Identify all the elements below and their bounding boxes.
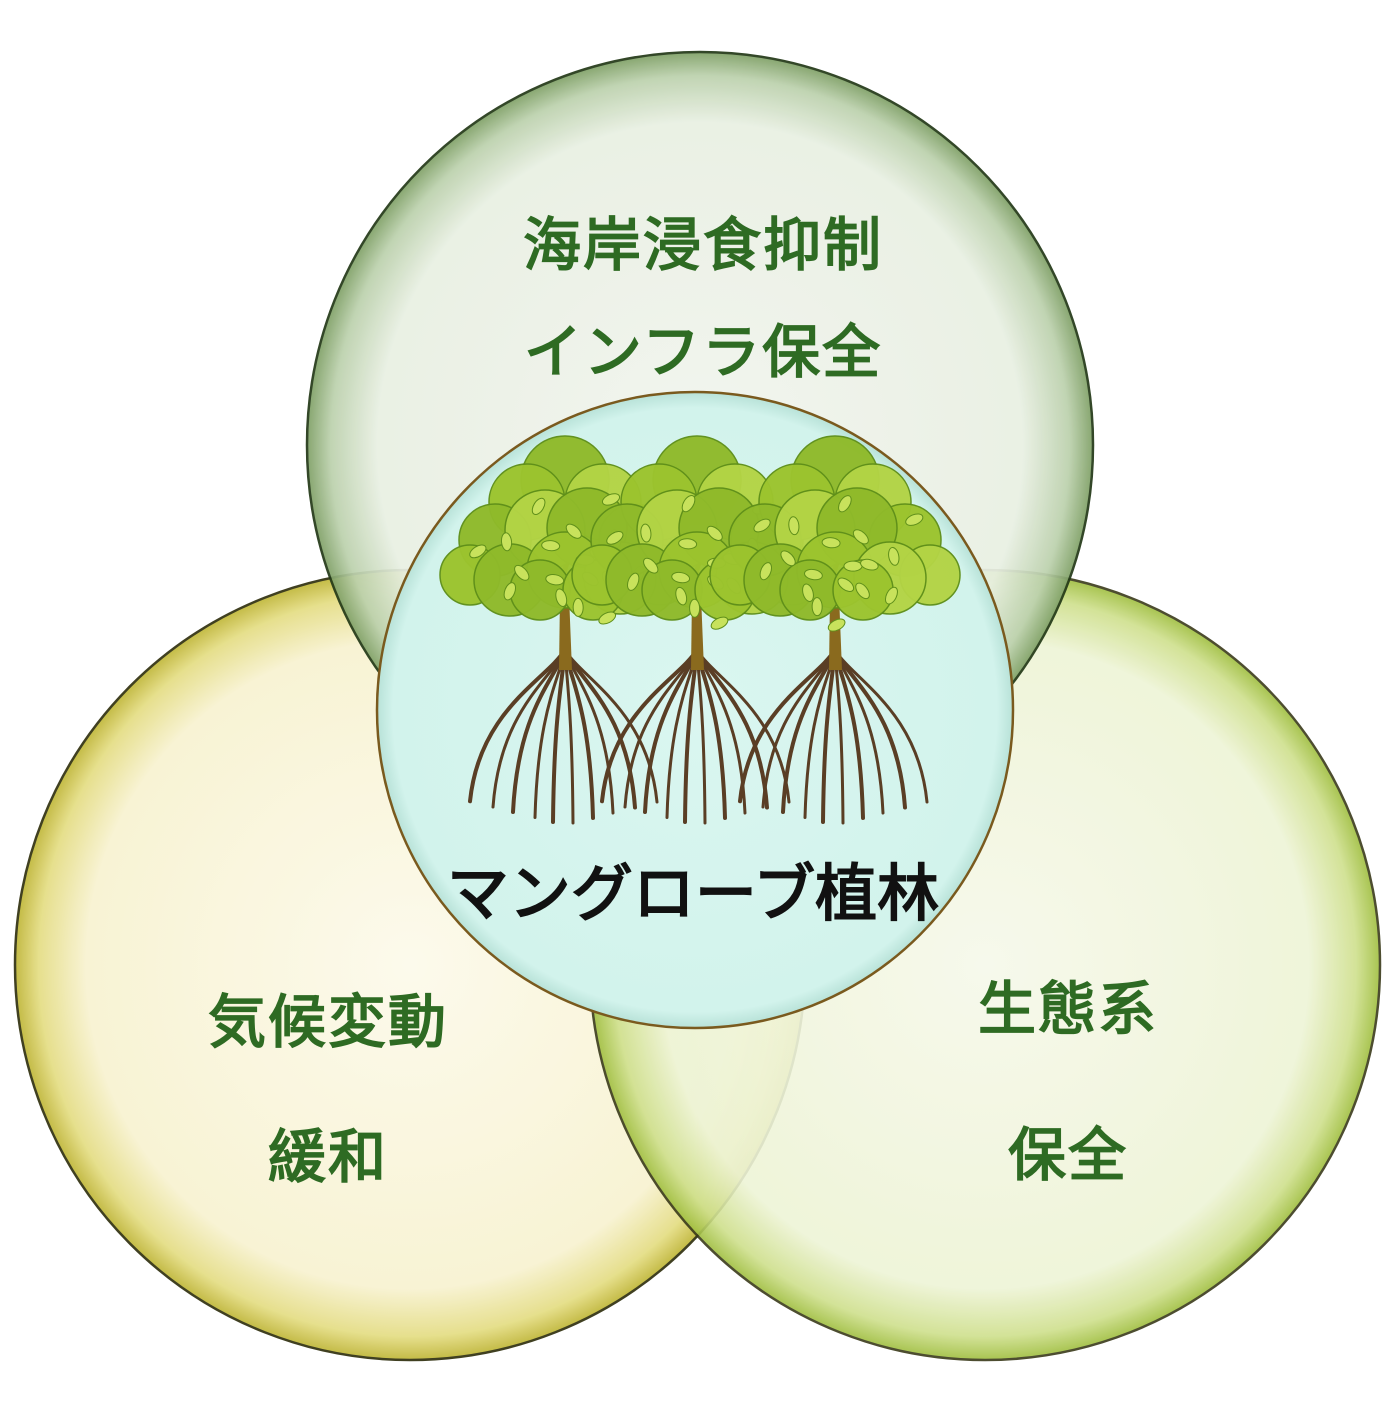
- mangrove-tree-icon: [709, 435, 961, 825]
- center-title: マングローブ植林: [446, 857, 940, 930]
- top-label-line-2: インフラ保全: [523, 318, 883, 386]
- left-label-line-2: 緩和: [267, 1123, 389, 1191]
- mangrove-trees-icon: [439, 435, 961, 825]
- right-label-line-2: 保全: [1007, 1121, 1129, 1189]
- right-label-line-1: 生態系: [977, 975, 1159, 1043]
- left-label-line-1: 気候変動: [207, 988, 449, 1056]
- top-label-line-1: 海岸浸食抑制: [522, 211, 884, 279]
